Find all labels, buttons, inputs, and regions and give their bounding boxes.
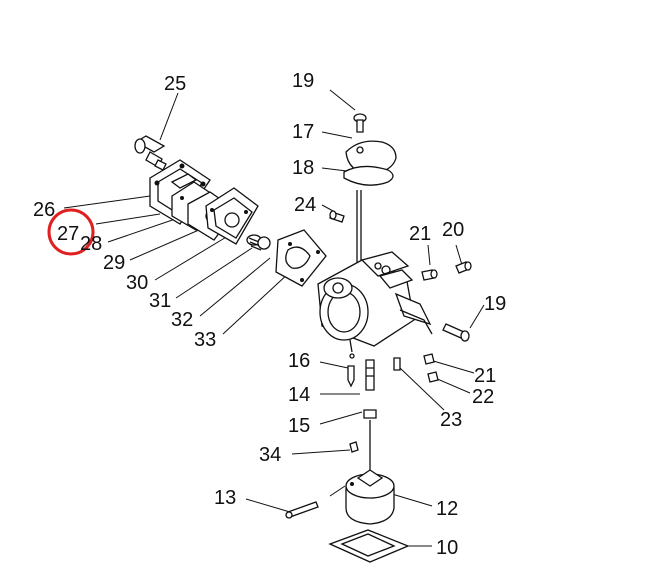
part-labels: 25 19 17 18 24 26 27 28 29 30 31 32 33 2… bbox=[33, 70, 506, 559]
label-27: 27 bbox=[57, 223, 79, 245]
leader-lines bbox=[63, 89, 485, 547]
label-29: 29 bbox=[103, 252, 125, 274]
highlight-circle bbox=[47, 208, 95, 256]
label-30: 30 bbox=[126, 272, 148, 294]
label-21-upper: 21 bbox=[409, 223, 431, 245]
pump-body-30 bbox=[205, 187, 259, 245]
jet-15 bbox=[363, 409, 377, 470]
pin-13 bbox=[285, 501, 319, 519]
label-15: 15 bbox=[288, 415, 310, 437]
label-26: 26 bbox=[33, 199, 55, 221]
carburetor-body bbox=[317, 190, 433, 359]
jet-14 bbox=[365, 359, 375, 391]
float-bowl-12 bbox=[345, 469, 395, 525]
label-22: 22 bbox=[472, 386, 494, 408]
screw-21-upper bbox=[421, 269, 438, 281]
label-13: 13 bbox=[214, 487, 236, 509]
label-34: 34 bbox=[259, 444, 281, 466]
gasket-32 bbox=[257, 236, 271, 250]
label-23: 23 bbox=[440, 409, 462, 431]
gasket-10 bbox=[328, 529, 410, 563]
label-32: 32 bbox=[171, 309, 193, 331]
screws-21-22-23-lower bbox=[393, 353, 439, 383]
fitting-25 bbox=[134, 135, 167, 171]
screw-19-top bbox=[353, 113, 367, 133]
label-18: 18 bbox=[292, 157, 314, 179]
label-24: 24 bbox=[294, 194, 316, 216]
needle-16 bbox=[347, 365, 355, 388]
label-20: 20 bbox=[442, 219, 464, 241]
screw-24 bbox=[329, 210, 345, 223]
label-16: 16 bbox=[288, 350, 310, 372]
screw-19-right bbox=[442, 323, 470, 342]
label-19-right: 19 bbox=[484, 293, 506, 315]
label-19-top: 19 bbox=[292, 70, 314, 92]
screw-20 bbox=[455, 261, 472, 274]
label-14: 14 bbox=[288, 384, 310, 406]
label-33: 33 bbox=[194, 329, 216, 351]
label-17: 17 bbox=[292, 121, 314, 143]
label-25: 25 bbox=[164, 73, 186, 95]
label-12: 12 bbox=[436, 498, 458, 520]
label-10: 10 bbox=[436, 537, 458, 559]
plug-34 bbox=[349, 441, 359, 453]
gasket-18 bbox=[343, 165, 394, 186]
diaphragm-33 bbox=[275, 229, 327, 287]
label-21-lower: 21 bbox=[474, 365, 496, 387]
label-31: 31 bbox=[149, 290, 171, 312]
label-28: 28 bbox=[80, 233, 102, 255]
